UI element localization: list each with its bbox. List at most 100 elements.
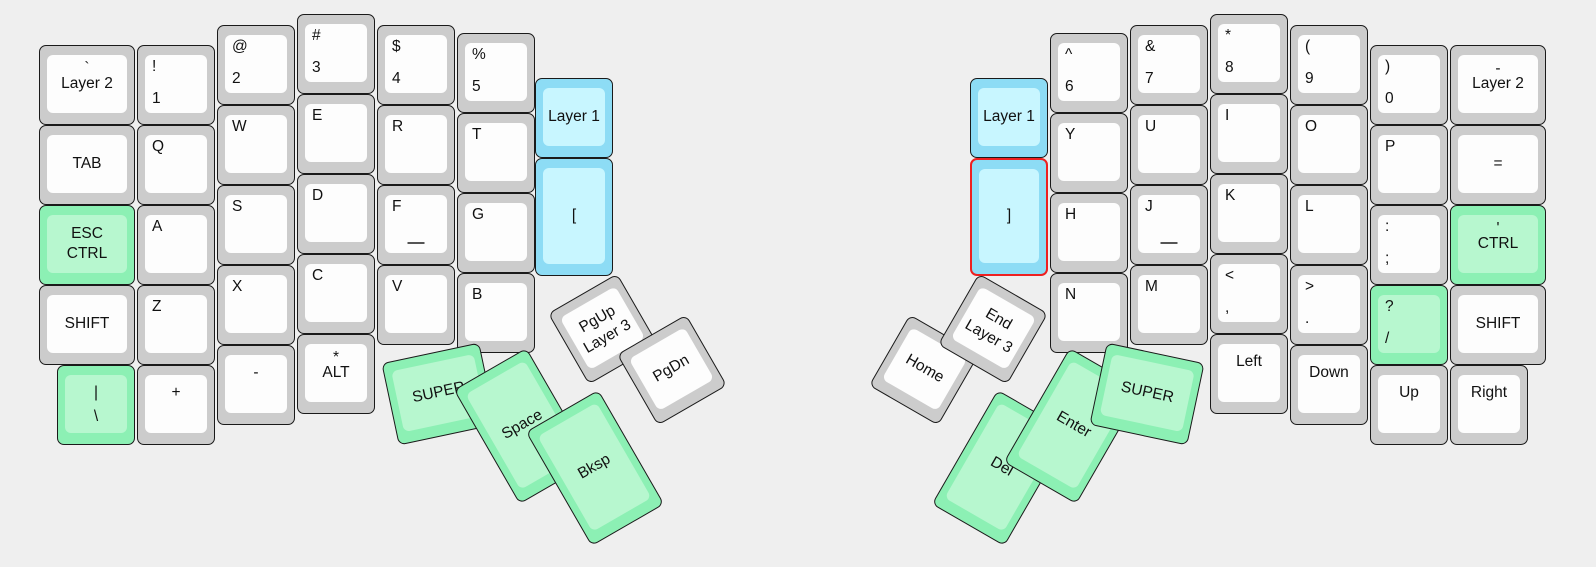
legend-base: W (232, 118, 247, 135)
key-up[interactable]: Up (1370, 365, 1448, 445)
key-9-paren[interactable]: ( 9 (1290, 25, 1368, 105)
keycap: TAB (47, 135, 127, 193)
keycap: X (225, 275, 287, 333)
key-t[interactable]: T (457, 113, 535, 193)
keycap: PgDn (628, 327, 715, 412)
key-left[interactable]: Left (1210, 334, 1288, 414)
legend-base: C (312, 267, 324, 284)
legend-shifted: > (1305, 278, 1315, 295)
key-slash[interactable]: ? / (1370, 285, 1448, 365)
key-d[interactable]: D (297, 174, 375, 254)
legend-base: G (472, 206, 485, 223)
key-shift-right[interactable]: SHIFT (1450, 285, 1546, 365)
legend-base: Y (1065, 126, 1076, 143)
key-bracket-right-close[interactable]: ] (970, 158, 1048, 276)
key-8-star[interactable]: * 8 (1210, 14, 1288, 94)
key-shift-left[interactable]: SHIFT (39, 285, 135, 365)
key-x[interactable]: X (217, 265, 295, 345)
key-3-hash[interactable]: # 3 (297, 14, 375, 94)
legend-base: B (472, 286, 483, 303)
legend-shifted: ( (1305, 38, 1311, 55)
key-h[interactable]: H (1050, 193, 1128, 273)
legend-base: P (1385, 138, 1396, 155)
key-a[interactable]: A (137, 205, 215, 285)
key-equals[interactable]: = (1450, 125, 1546, 205)
key-6-caret[interactable]: ^ 6 (1050, 33, 1128, 113)
keycap: O (1298, 115, 1360, 173)
keycap: P (1378, 135, 1440, 193)
key-down[interactable]: Down (1290, 345, 1368, 425)
key-0-paren[interactable]: ) 0 (1370, 45, 1448, 125)
key-k[interactable]: K (1210, 174, 1288, 254)
key-layer2-minus[interactable]: - Layer 2 (1450, 45, 1546, 125)
legend-shifted: ' (1496, 220, 1500, 237)
keycap: - Layer 2 (1458, 55, 1538, 113)
legend-base: L (1305, 198, 1314, 215)
key-j[interactable]: J (1130, 185, 1208, 265)
key-o[interactable]: O (1290, 105, 1368, 185)
key-7-amp[interactable]: & 7 (1130, 25, 1208, 105)
key-bracket-left-open[interactable]: [ (535, 158, 613, 276)
keycap: ( 9 (1298, 35, 1360, 93)
key-plus[interactable]: + (137, 365, 215, 445)
key-q[interactable]: Q (137, 125, 215, 205)
key-quote-ctrl[interactable]: ' CTRL (1450, 205, 1546, 285)
key-tab[interactable]: TAB (39, 125, 135, 205)
key-s[interactable]: S (217, 185, 295, 265)
keycap: Up (1378, 375, 1440, 433)
legend-base: J (1145, 198, 1153, 215)
keycap: C (305, 264, 367, 322)
key-i[interactable]: I (1210, 94, 1288, 174)
legend-base: SUPER (1119, 378, 1176, 407)
key-u[interactable]: U (1130, 105, 1208, 185)
key-g[interactable]: G (457, 193, 535, 273)
key-layer2-grave[interactable]: ` Layer 2 (39, 45, 135, 125)
legend-base: 5 (472, 78, 481, 95)
keycap: Bksp (537, 402, 652, 532)
key-period[interactable]: > . (1290, 265, 1368, 345)
key-f[interactable]: F (377, 185, 455, 265)
legend-line-2: CTRL (66, 245, 108, 262)
key-m[interactable]: M (1130, 265, 1208, 345)
key-layer1-right[interactable]: Layer 1 (970, 78, 1048, 158)
key-pipe-backslash[interactable]: | \ (57, 365, 135, 445)
keycap: SHIFT (1458, 295, 1538, 353)
keycap: + (145, 375, 207, 433)
key-alt[interactable]: * ALT (297, 334, 375, 414)
key-layer1-left[interactable]: Layer 1 (535, 78, 613, 158)
key-1-bang[interactable]: ! 1 (137, 45, 215, 125)
legend-base: Right (1470, 384, 1508, 401)
key-r[interactable]: R (377, 105, 455, 185)
key-2-at[interactable]: @ 2 (217, 25, 295, 105)
key-c[interactable]: C (297, 254, 375, 334)
key-5-percent[interactable]: % 5 (457, 33, 535, 113)
key-n[interactable]: N (1050, 273, 1128, 353)
key-b[interactable]: B (457, 273, 535, 353)
key-semicolon[interactable]: : ; (1370, 205, 1448, 285)
key-p[interactable]: P (1370, 125, 1448, 205)
key-y[interactable]: Y (1050, 113, 1128, 193)
key-z[interactable]: Z (137, 285, 215, 365)
legend-base: H (1065, 206, 1077, 223)
key-w[interactable]: W (217, 105, 295, 185)
keycap: % 5 (465, 43, 527, 101)
key-v[interactable]: V (377, 265, 455, 345)
key-right[interactable]: Right (1450, 365, 1528, 445)
keycap: & 7 (1138, 35, 1200, 93)
keycap: = (1458, 135, 1538, 193)
legend-shifted: : (1385, 218, 1390, 235)
key-comma[interactable]: < , (1210, 254, 1288, 334)
legend-base: 1 (152, 90, 161, 107)
keycap: V (385, 275, 447, 333)
key-4-dollar[interactable]: $ 4 (377, 25, 455, 105)
key-e[interactable]: E (297, 94, 375, 174)
key-l[interactable]: L (1290, 185, 1368, 265)
legend-base: - (253, 364, 259, 381)
keycap: Q (145, 135, 207, 193)
key-minus[interactable]: - (217, 345, 295, 425)
keycap: M (1138, 275, 1200, 333)
